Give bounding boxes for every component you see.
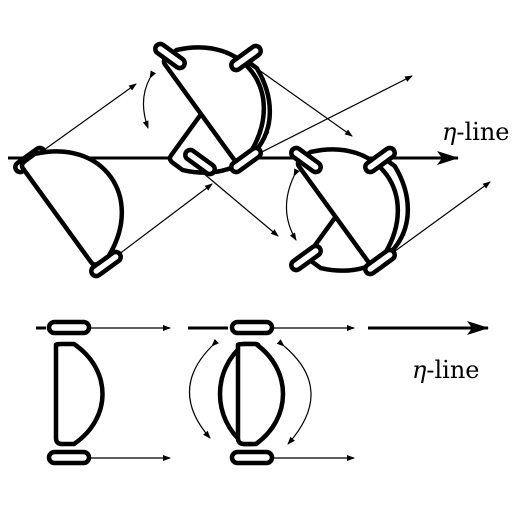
bottom-plate-2b: [229, 449, 275, 466]
bottom-turn-arc-l: [188, 338, 220, 439]
top-lens-group-3: [285, 145, 411, 277]
bottom-eta-line-label: η-line: [412, 356, 480, 384]
top-plate-2c: [183, 147, 217, 177]
bottom-eta-symbol: η: [412, 356, 427, 384]
bottom-lens-1: [53, 341, 105, 447]
bottom-turn-arc-r: [276, 339, 312, 445]
top-plate-3c: [289, 243, 323, 273]
top-eta-suffix: -line: [456, 118, 510, 146]
top-plate-2a: [153, 41, 187, 71]
bottom-plate-1b: [46, 449, 92, 466]
top-lens-1: [19, 149, 125, 267]
top-lens-group-2: [142, 41, 273, 177]
bottom-plate-1a: [46, 319, 92, 336]
bottom-panel: [36, 319, 489, 466]
top-lens-group-1: [13, 145, 125, 279]
top-turn-arc-3l: [285, 168, 300, 241]
top-eta-line-label: η-line: [442, 118, 510, 146]
top-plate-3d: [363, 247, 397, 277]
top-eta-symbol: η: [442, 118, 457, 146]
bottom-lens-group-2: [188, 319, 312, 466]
bottom-lens-2-front: [235, 341, 286, 447]
top-plate-2b: [229, 43, 263, 73]
bottom-rays: [88, 325, 355, 461]
top-plate-3b: [363, 145, 397, 175]
top-turn-arc-2l: [142, 70, 156, 129]
top-panel: [8, 41, 491, 279]
top-plate-3a: [289, 145, 323, 175]
bottom-eta-suffix: -line: [426, 356, 480, 384]
bottom-plate-2a: [229, 319, 275, 336]
bottom-lens-group-1: [46, 319, 105, 466]
top-plate-2d: [229, 145, 263, 175]
